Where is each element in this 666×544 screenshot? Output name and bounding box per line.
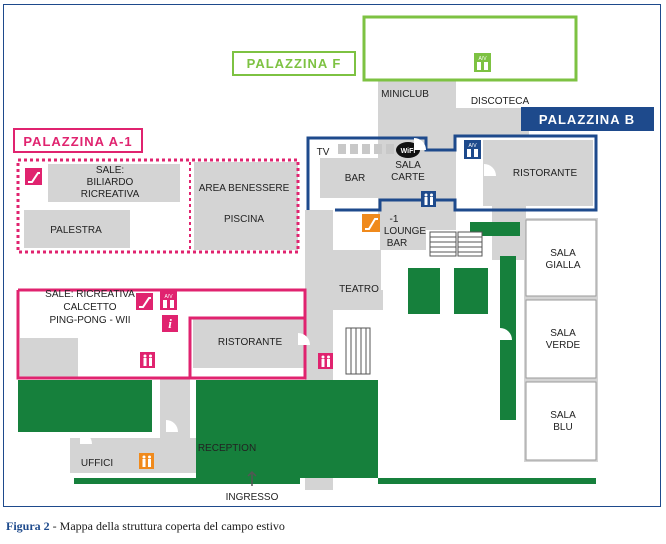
svg-text:UFFICI: UFFICI [81,458,113,469]
svg-text:BAR: BAR [345,173,366,184]
room-ristorante-b [483,140,593,206]
toilet-icon [140,352,155,368]
room-uffici [72,455,122,471]
svg-text:SALA: SALA [550,328,576,339]
lift-icon: A/V [474,53,491,72]
svg-text:RISTORANTE: RISTORANTE [218,337,283,348]
svg-text:RICREATIVA: RICREATIVA [81,189,140,200]
svg-text:SALA: SALA [550,248,576,259]
svg-text:A/V: A/V [478,56,487,62]
entrance-arrow-icon [247,470,257,486]
palazzina-a1-outline [16,288,307,380]
stairs [345,231,483,375]
figure-caption: Figura 2 - Mappa della struttura coperta… [6,519,285,534]
svg-text:SALA: SALA [395,160,421,171]
svg-text:PING-PONG - WII: PING-PONG - WII [49,315,130,326]
room-benessere [194,162,298,250]
green-areas [18,222,596,484]
svg-text:SALE:: SALE: [96,165,124,176]
svg-text:BILIARDO: BILIARDO [87,177,134,188]
svg-text:LOUNGE: LOUNGE [384,226,427,237]
label-palazzina-a1: PALAZZINA A-1 [23,134,132,149]
lift-icon: A/V [464,140,481,159]
info-icon: i [162,315,178,332]
label-palazzina-b: PALAZZINA B [539,112,635,127]
toilet-icon [139,453,154,469]
svg-text:CARTE: CARTE [391,172,425,183]
door-arcs [80,58,512,444]
lift-icon: A/V [160,291,177,310]
svg-text:WiFi: WiFi [401,148,416,155]
svg-text:SALA: SALA [550,410,576,421]
palazzina-f-outline [362,15,578,82]
toilet-icon [421,191,436,207]
svg-text:RISTORANTE: RISTORANTE [513,168,578,179]
room-sale-biliardo [48,164,180,202]
svg-text:TEATRO: TEATRO [339,284,379,295]
toilet-icon [318,353,333,369]
svg-text:INGRESSO: INGRESSO [226,492,279,503]
label-palazzina-f: PALAZZINA F [247,56,342,71]
escalator-icon [25,168,42,185]
svg-text:SALE: RICREATIVA: SALE: RICREATIVA [45,289,135,300]
svg-text:CALCETTO: CALCETTO [63,302,116,313]
figure-caption-text: - Mappa della struttura coperta del camp… [49,519,285,533]
svg-text:BLU: BLU [553,422,572,433]
room-bar [320,158,380,198]
escalator-icon [136,293,153,310]
svg-text:RECEPTION: RECEPTION [198,443,256,454]
room-lounge [380,210,426,250]
palazzina-b-outline [306,134,598,212]
svg-text:PISCINA: PISCINA [224,214,264,225]
svg-text:VERDE: VERDE [546,340,581,351]
svg-text:PALESTRA: PALESTRA [50,225,102,236]
figure-label: Figura 2 [6,519,50,533]
svg-text:AREA BENESSERE: AREA BENESSERE [199,183,290,194]
palazzina-f-tag [232,51,356,76]
tv-seats [338,144,394,154]
palazzina-a1-tag [13,128,143,153]
svg-text:i: i [168,316,172,331]
room-sala-carte [386,158,426,188]
svg-text:A/V: A/V [164,294,173,300]
svg-text:A/V: A/V [468,143,477,149]
room-labels: MINICLUB DISCOTECA TV BAR SALA CARTE RIS… [45,89,581,503]
room-teatro [333,250,381,302]
svg-text:GIALLA: GIALLA [545,260,580,271]
svg-text:TV: TV [317,147,330,158]
palazzina-b-tag [521,107,654,131]
escalator-icon [362,214,380,232]
svg-text:MINICLUB: MINICLUB [381,89,429,100]
svg-text:DISCOTECA: DISCOTECA [471,96,530,107]
palazzina-a1-dotted [16,158,300,254]
room-palestra [24,210,130,248]
svg-text:BAR: BAR [387,238,408,249]
svg-text:-1: -1 [390,214,399,225]
